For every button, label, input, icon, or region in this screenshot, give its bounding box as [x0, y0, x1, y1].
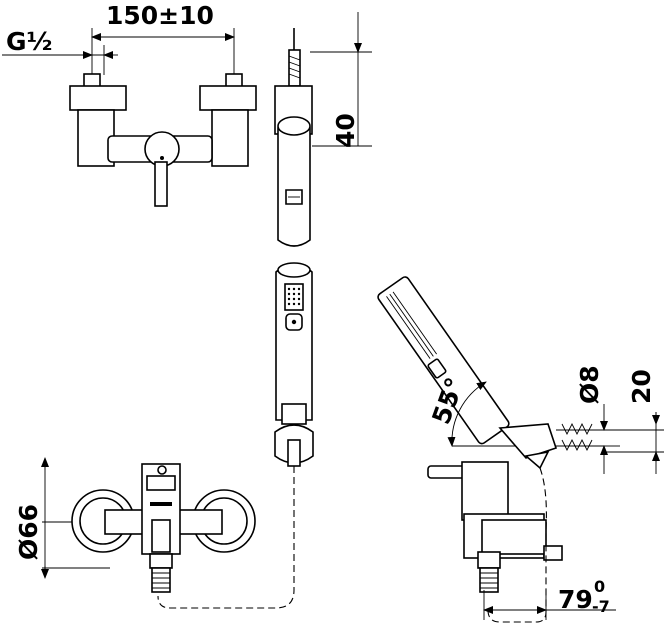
spray-nozzles	[287, 287, 301, 306]
dim-thread: G½	[6, 27, 52, 56]
dim-height-40: 40	[331, 113, 360, 148]
dim-depth-79: 79	[558, 585, 593, 614]
dim-height-20: 20	[627, 369, 656, 404]
mixer-front-view	[41, 457, 256, 593]
dim-spacing: 150±10	[106, 1, 214, 30]
dim-tolerance-upper: 0	[594, 577, 605, 596]
mixer-top-view	[2, 28, 257, 207]
dim-diameter-8: Ø8	[575, 365, 604, 404]
hand-shower-front	[274, 262, 314, 467]
dim-tolerance-lower: -7	[592, 597, 610, 616]
holder-top-view	[274, 12, 372, 247]
dim-diameter-66: Ø66	[14, 504, 43, 560]
side-view	[377, 276, 664, 623]
